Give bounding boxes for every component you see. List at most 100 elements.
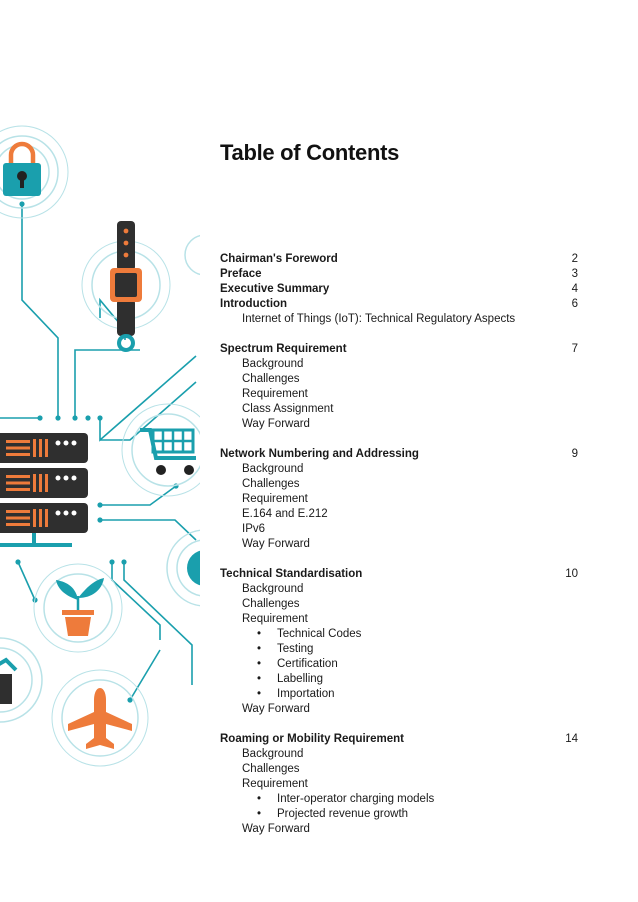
toc-subentry-label: Inter-operator charging models [277, 793, 435, 805]
toc-entry-label: Technical Standardisation [220, 568, 363, 580]
edge-ring-decoration [166, 234, 200, 607]
toc-subentry-label: Background [242, 583, 304, 595]
toc-subentry-label: Requirement [242, 613, 308, 625]
toc-subentry[interactable]: Requirement [220, 387, 578, 402]
plant-pot-icon [33, 563, 123, 653]
circuit-nodes [15, 201, 179, 703]
toc-subentry-label: Way Forward [242, 703, 310, 715]
toc-entry[interactable]: Network Numbering and Addressing 9 [220, 447, 578, 462]
toc-subentry-label: Background [242, 358, 304, 370]
toc-bullet-item[interactable]: • Labelling [220, 672, 578, 687]
toc-subentry[interactable]: Challenges [220, 477, 578, 492]
iot-illustration [0, 125, 200, 767]
toc-page-number: 10 [565, 568, 578, 580]
toc-subentry-label: Challenges [242, 478, 300, 490]
toc-subentry[interactable]: Way Forward [220, 702, 578, 717]
shopping-cart-icon [121, 403, 200, 497]
toc-subentry[interactable]: Requirement [220, 612, 578, 627]
toc-subentry[interactable]: Background [220, 462, 578, 477]
toc-subentry[interactable]: Requirement [220, 777, 578, 792]
toc-entry-label: Chairman's Foreword [220, 253, 338, 265]
toc-subentry[interactable]: Challenges [220, 372, 578, 387]
toc-subentry[interactable]: Background [220, 357, 578, 372]
toc-subentry-label: Certification [277, 658, 338, 670]
toc-entry-label: Spectrum Requirement [220, 343, 347, 355]
toc-entry[interactable]: Introduction 6 [220, 297, 578, 312]
toc-subentry-label: Requirement [242, 388, 308, 400]
toc-subentry-label: Way Forward [242, 823, 310, 835]
toc-subentry[interactable]: Way Forward [220, 822, 578, 837]
toc-bullet-item[interactable]: • Importation [220, 687, 578, 702]
circuit-lines [0, 204, 197, 701]
toc-subentry-label: Testing [277, 643, 314, 655]
toc-subentry-label: Background [242, 463, 304, 475]
toc-bullet-item[interactable]: • Inter-operator charging models [220, 792, 578, 807]
toc-subentry-label: Requirement [242, 778, 308, 790]
toc-entry[interactable]: Spectrum Requirement 7 [220, 342, 578, 357]
toc-entry[interactable]: Technical Standardisation 10 [220, 567, 578, 582]
toc-subentry[interactable]: Background [220, 747, 578, 762]
toc-entry-label: Roaming or Mobility Requirement [220, 733, 405, 745]
toc-subentry-label: Challenges [242, 763, 300, 775]
toc-entry[interactable]: Preface 3 [220, 267, 578, 282]
toc-subentry-label: Challenges [242, 373, 300, 385]
toc-subentry[interactable]: IPv6 [220, 522, 578, 537]
house-icon [0, 637, 43, 723]
toc-entry-label: Preface [220, 268, 262, 280]
toc-entry-label: Introduction [220, 298, 288, 310]
toc-entry-label: Network Numbering and Addressing [220, 448, 419, 460]
toc-bullet-item[interactable]: • Testing [220, 642, 578, 657]
toc-page-number: 2 [571, 253, 578, 265]
toc-entry[interactable]: Executive Summary 4 [220, 282, 578, 297]
toc-subentry[interactable]: Internet of Things (IoT): Technical Regu… [220, 312, 578, 327]
toc-subentry-label: IPv6 [242, 523, 266, 535]
toc-subentry-label: Labelling [277, 673, 324, 685]
bullet-icon: • [257, 688, 262, 700]
toc-bullet-item[interactable]: • Projected revenue growth [220, 807, 578, 822]
toc-subentry[interactable]: Background [220, 582, 578, 597]
toc-page-number: 4 [571, 283, 578, 295]
toc-subentry[interactable]: Way Forward [220, 537, 578, 552]
toc-page-number: 6 [571, 298, 578, 310]
toc-entry-label: Executive Summary [220, 283, 330, 295]
toc-subentry[interactable]: Class Assignment [220, 402, 578, 417]
smartwatch-icon [81, 221, 171, 352]
toc-bullet-item[interactable]: • Technical Codes [220, 627, 578, 642]
padlock-icon [0, 125, 69, 219]
toc-subentry-label: E.164 and E.212 [242, 508, 328, 520]
toc-subentry[interactable]: E.164 and E.212 [220, 507, 578, 522]
toc-subentry-label: Projected revenue growth [277, 808, 409, 820]
toc-subentry-label: Class Assignment [242, 403, 334, 415]
toc-bullet-item[interactable]: •Certification [220, 657, 578, 672]
toc-subentry-label: Way Forward [242, 418, 310, 430]
airplane-icon [51, 669, 149, 767]
bullet-icon: • [257, 643, 262, 655]
toc-subentry[interactable]: Requirement [220, 492, 578, 507]
toc-subentry-label: Technical Codes [277, 628, 362, 640]
toc-subentry-label: Background [242, 748, 304, 760]
toc-page-number: 7 [571, 343, 578, 355]
bullet-icon: • [257, 808, 262, 820]
toc-subentry-label: Challenges [242, 598, 300, 610]
toc-subentry[interactable]: Challenges [220, 597, 578, 612]
toc-subentry[interactable]: Challenges [220, 762, 578, 777]
bullet-icon: • [257, 793, 262, 805]
toc-page-number: 3 [571, 268, 578, 280]
toc-subentry-label: Requirement [242, 493, 308, 505]
toc-subentry-label: Internet of Things (IoT): Technical Regu… [242, 313, 516, 325]
toc-entry[interactable]: Chairman's Foreword 2 [220, 252, 578, 267]
toc-subentry-label: Importation [277, 688, 335, 700]
toc-subentry[interactable]: Way Forward [220, 417, 578, 432]
toc-subentry-label: Way Forward [242, 538, 310, 550]
bullet-icon: • [257, 628, 262, 640]
bullet-icon: • [257, 673, 262, 685]
page-title: Table of Contents [220, 140, 400, 165]
toc-page-number: 9 [571, 448, 578, 460]
